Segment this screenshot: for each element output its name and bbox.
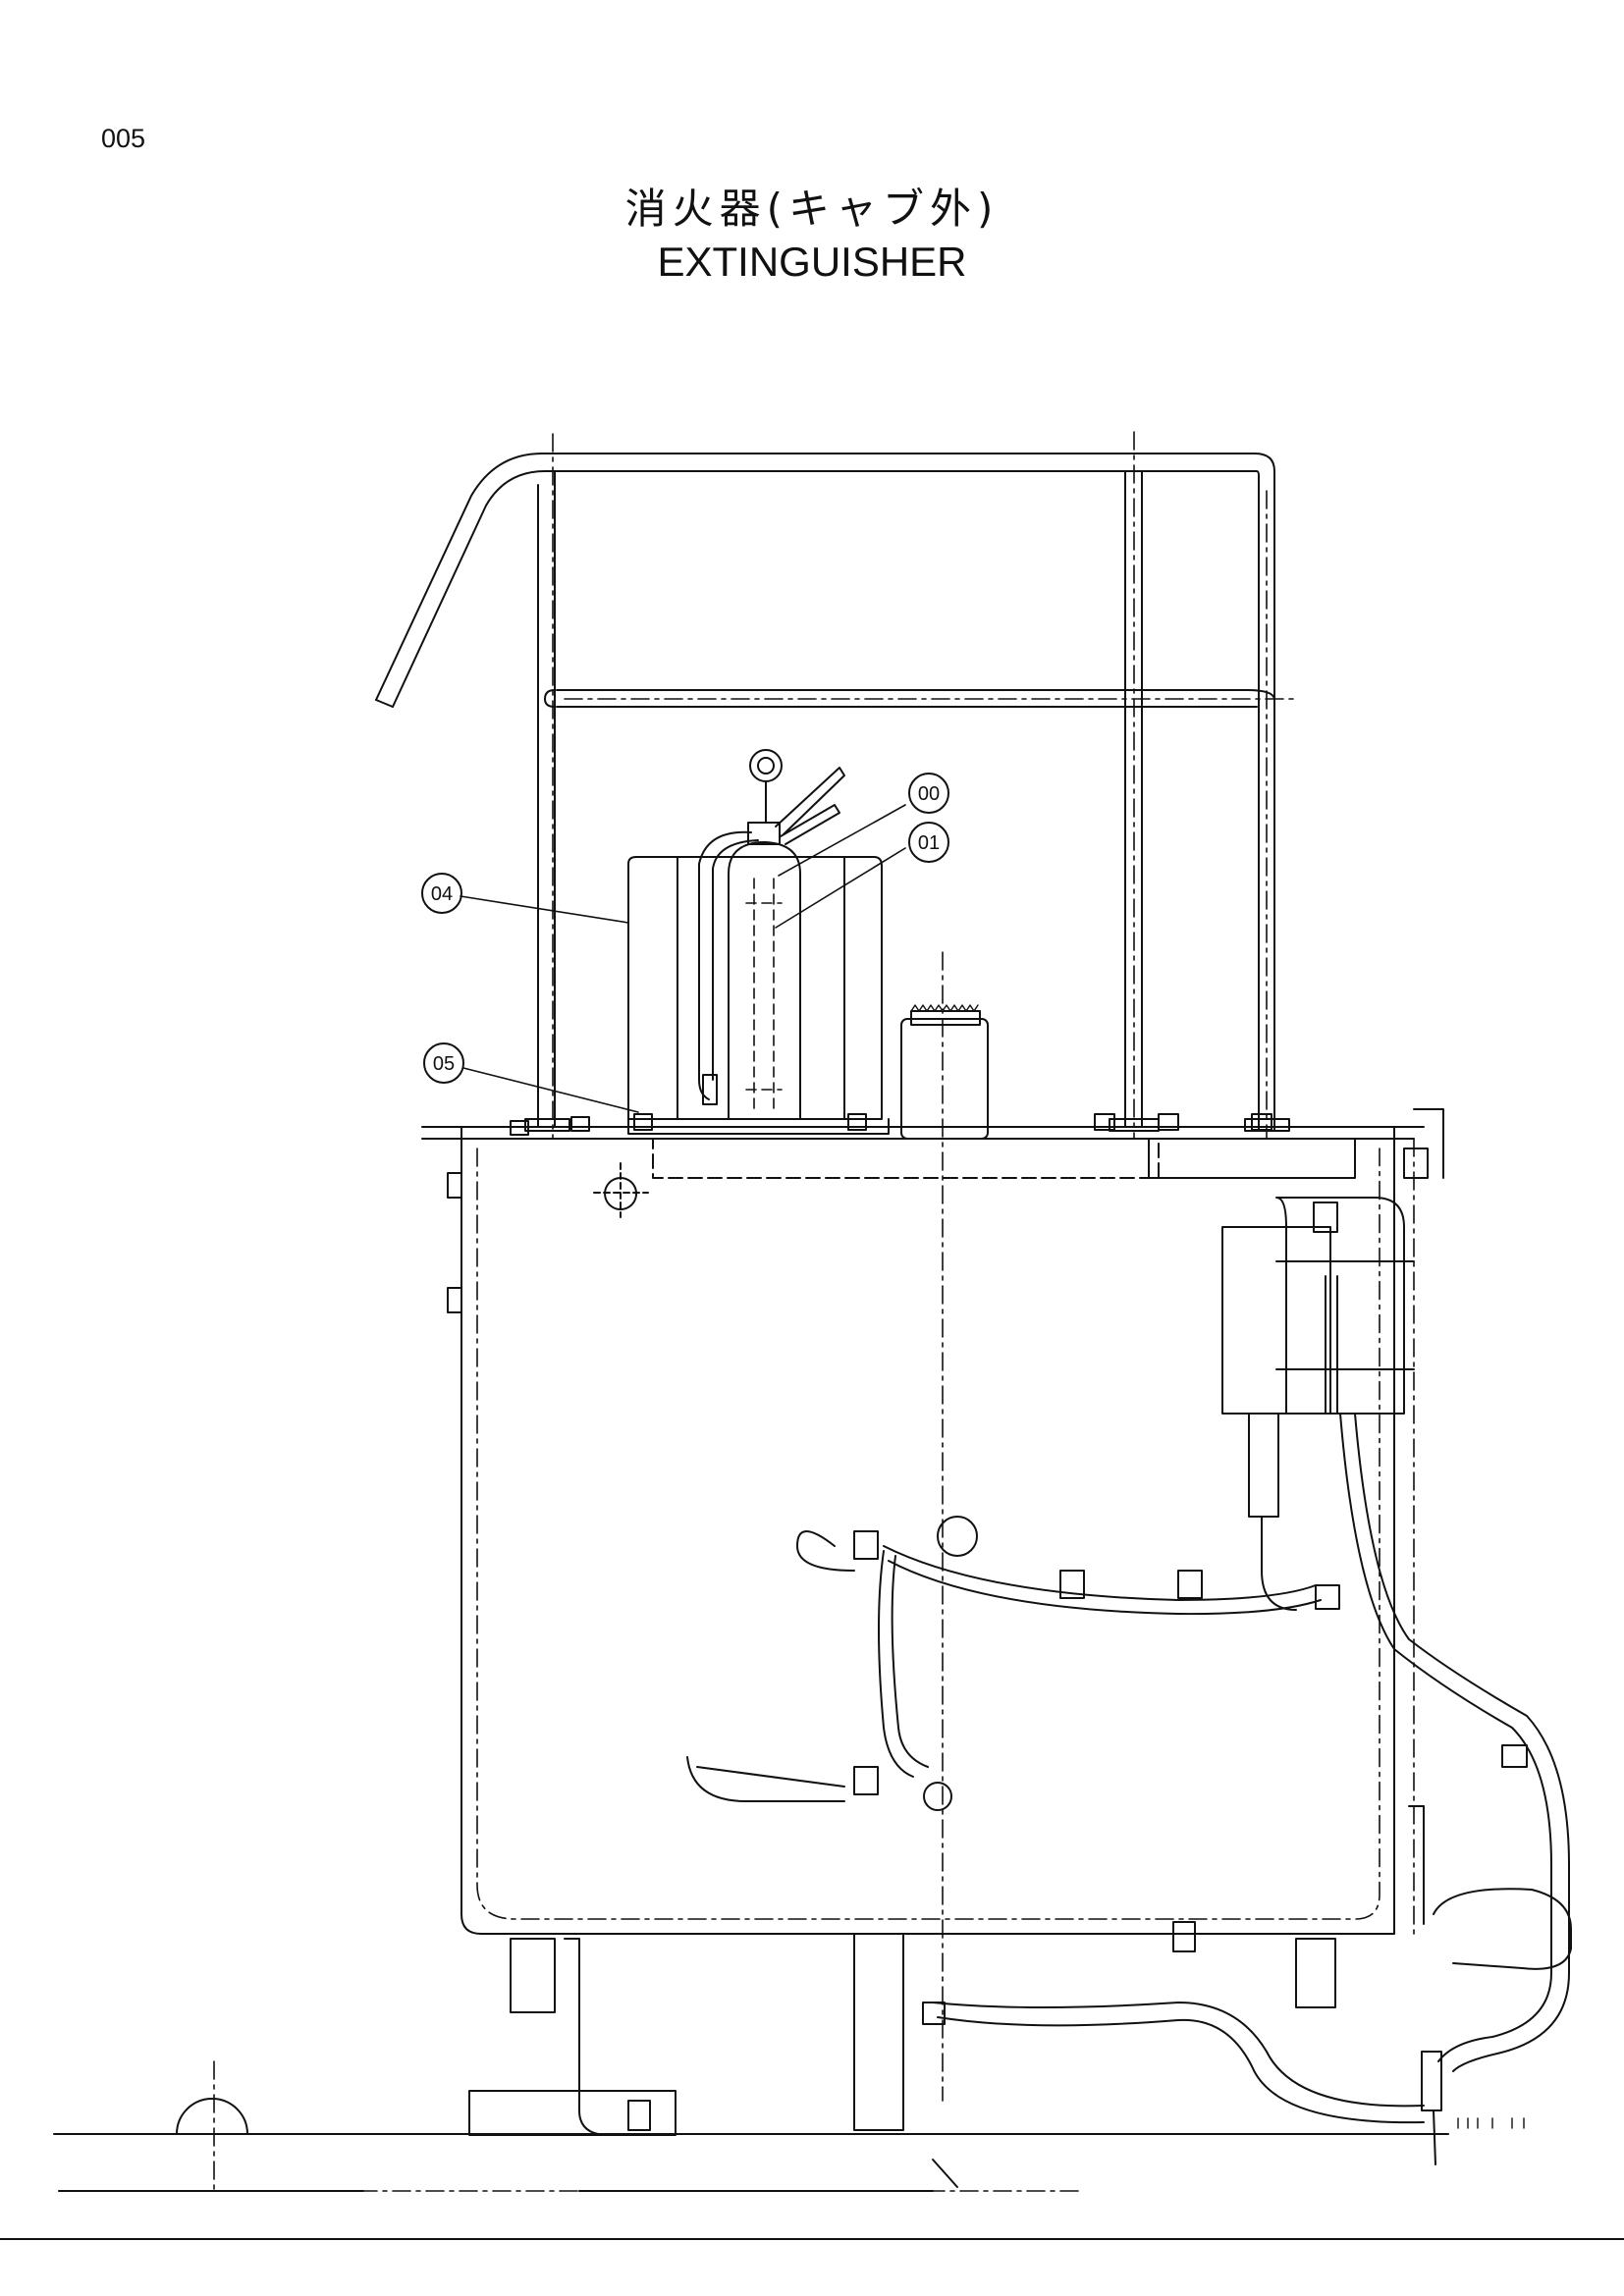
svg-text:04: 04 [431, 883, 453, 905]
bottom-rule [0, 2238, 1624, 2240]
title-block: 消火器(キャブ外) EXTINGUISHER [0, 182, 1624, 288]
extinguisher-bracket [627, 856, 890, 1135]
callout-01: 01 [908, 822, 949, 863]
svg-text:01: 01 [918, 832, 940, 854]
filter-cap [900, 1004, 989, 1140]
title-japanese: 消火器(キャブ外) [624, 185, 1000, 233]
callout-04: 04 [421, 873, 462, 914]
callout-05: 05 [423, 1042, 464, 1084]
reservoir [1221, 1197, 1415, 1611]
svg-text:00: 00 [918, 783, 940, 805]
svg-text:05: 05 [433, 1053, 455, 1075]
centerlines [58, 431, 1297, 2192]
hydraulic-tank [447, 1126, 1415, 1935]
leader-lines [460, 804, 906, 1113]
page-number: 005 [101, 124, 146, 153]
tank-deck [421, 1113, 1425, 1179]
title-english: EXTINGUISHER [657, 239, 967, 285]
fire-extinguisher-icon [698, 749, 845, 1120]
callout-00: 00 [908, 773, 949, 814]
side-bracket [1403, 1108, 1444, 1179]
piping [686, 1413, 1572, 2124]
handrail [375, 453, 1290, 1132]
lower-structure [53, 1805, 1525, 2192]
